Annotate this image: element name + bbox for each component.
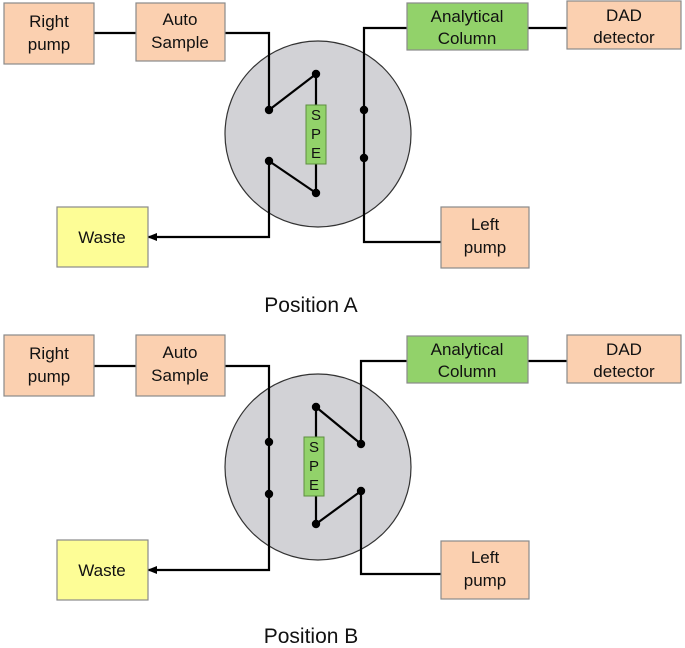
valve-port	[311, 519, 321, 529]
left-pump-box: Left pump	[440, 540, 530, 600]
valve-port	[264, 437, 274, 447]
waste-box: Waste	[56, 539, 149, 601]
valve-port	[264, 489, 274, 499]
wire-left-pump-to-column	[362, 26, 441, 244]
spe-letter-e: E	[311, 145, 321, 162]
panel-position-b: S P E Right pump Auto Sample Analytical …	[3, 334, 682, 648]
spe-cartridge	[305, 104, 327, 165]
caption-position-b: Position B	[264, 625, 359, 648]
wire-spe-bottom-to-port	[268, 160, 317, 194]
analytical-column-label-line2: Column	[438, 29, 497, 48]
valve-port	[264, 156, 274, 166]
dad-detector-label-line2: detector	[593, 28, 655, 47]
valve-port	[264, 105, 274, 115]
left-pump-label-line1: Left	[471, 548, 500, 567]
analytical-column-label-line2: Column	[438, 362, 497, 381]
wire-valve-to-waste	[147, 161, 271, 241]
spe-letter-p: P	[311, 126, 321, 143]
wire-valve-port-to-spe-top	[268, 73, 317, 111]
analytical-column-box: Analytical Column	[406, 335, 529, 384]
left-pump-label-line1: Left	[471, 215, 500, 234]
wire-auto-sample-to-valve	[225, 31, 271, 110]
right-pump-label-line1: Right	[29, 344, 69, 363]
analytical-column-label-line1: Analytical	[431, 7, 504, 26]
waste-label: Waste	[78, 228, 126, 247]
auto-sample-box: Auto Sample	[135, 2, 226, 62]
auto-sample-label-line1: Auto	[163, 10, 198, 29]
valve-port	[311, 188, 321, 198]
valve-port	[311, 402, 321, 412]
waste-box: Waste	[56, 206, 149, 268]
spe-letter-p: P	[309, 458, 319, 475]
dad-detector-box: DAD detector	[566, 334, 682, 384]
caption-position-a: Position A	[264, 294, 357, 317]
valve-port	[356, 486, 366, 496]
waste-label: Waste	[78, 561, 126, 580]
spe-letter-s: S	[309, 439, 319, 456]
wire-spe-bottom-to-left-pump	[315, 488, 441, 576]
right-pump-label-line2: pump	[28, 367, 71, 386]
spe-letter-e: E	[309, 477, 319, 494]
auto-sample-label-line1: Auto	[163, 343, 198, 362]
left-pump-box: Left pump	[440, 206, 530, 269]
dad-detector-label-line1: DAD	[606, 340, 642, 359]
valve-port	[359, 153, 369, 163]
analytical-column-box: Analytical Column	[406, 2, 529, 51]
left-pump-label-line2: pump	[464, 238, 507, 257]
right-pump-label-line2: pump	[28, 35, 71, 54]
analytical-column-label-line1: Analytical	[431, 340, 504, 359]
valve-port	[356, 439, 366, 449]
auto-sample-label-line2: Sample	[151, 366, 209, 385]
dad-detector-box: DAD detector	[566, 0, 682, 50]
right-pump-label-line1: Right	[29, 12, 69, 31]
valve-port	[359, 105, 369, 115]
wire-column-to-spe-top	[315, 359, 407, 447]
right-pump-box: Right pump	[3, 334, 95, 397]
valve-port	[311, 69, 321, 79]
right-pump-box: Right pump	[3, 2, 95, 65]
panel-position-a: S P E Right pump Auto Sample Analytical …	[3, 0, 682, 317]
auto-sample-box: Auto Sample	[135, 334, 226, 397]
left-pump-label-line2: pump	[464, 571, 507, 590]
spe-cartridge	[303, 436, 325, 497]
spe-letter-s: S	[311, 107, 321, 124]
dad-detector-label-line2: detector	[593, 362, 655, 381]
wire-auto-sample-to-waste	[147, 364, 271, 574]
auto-sample-label-line2: Sample	[151, 33, 209, 52]
dad-detector-label-line1: DAD	[606, 6, 642, 25]
